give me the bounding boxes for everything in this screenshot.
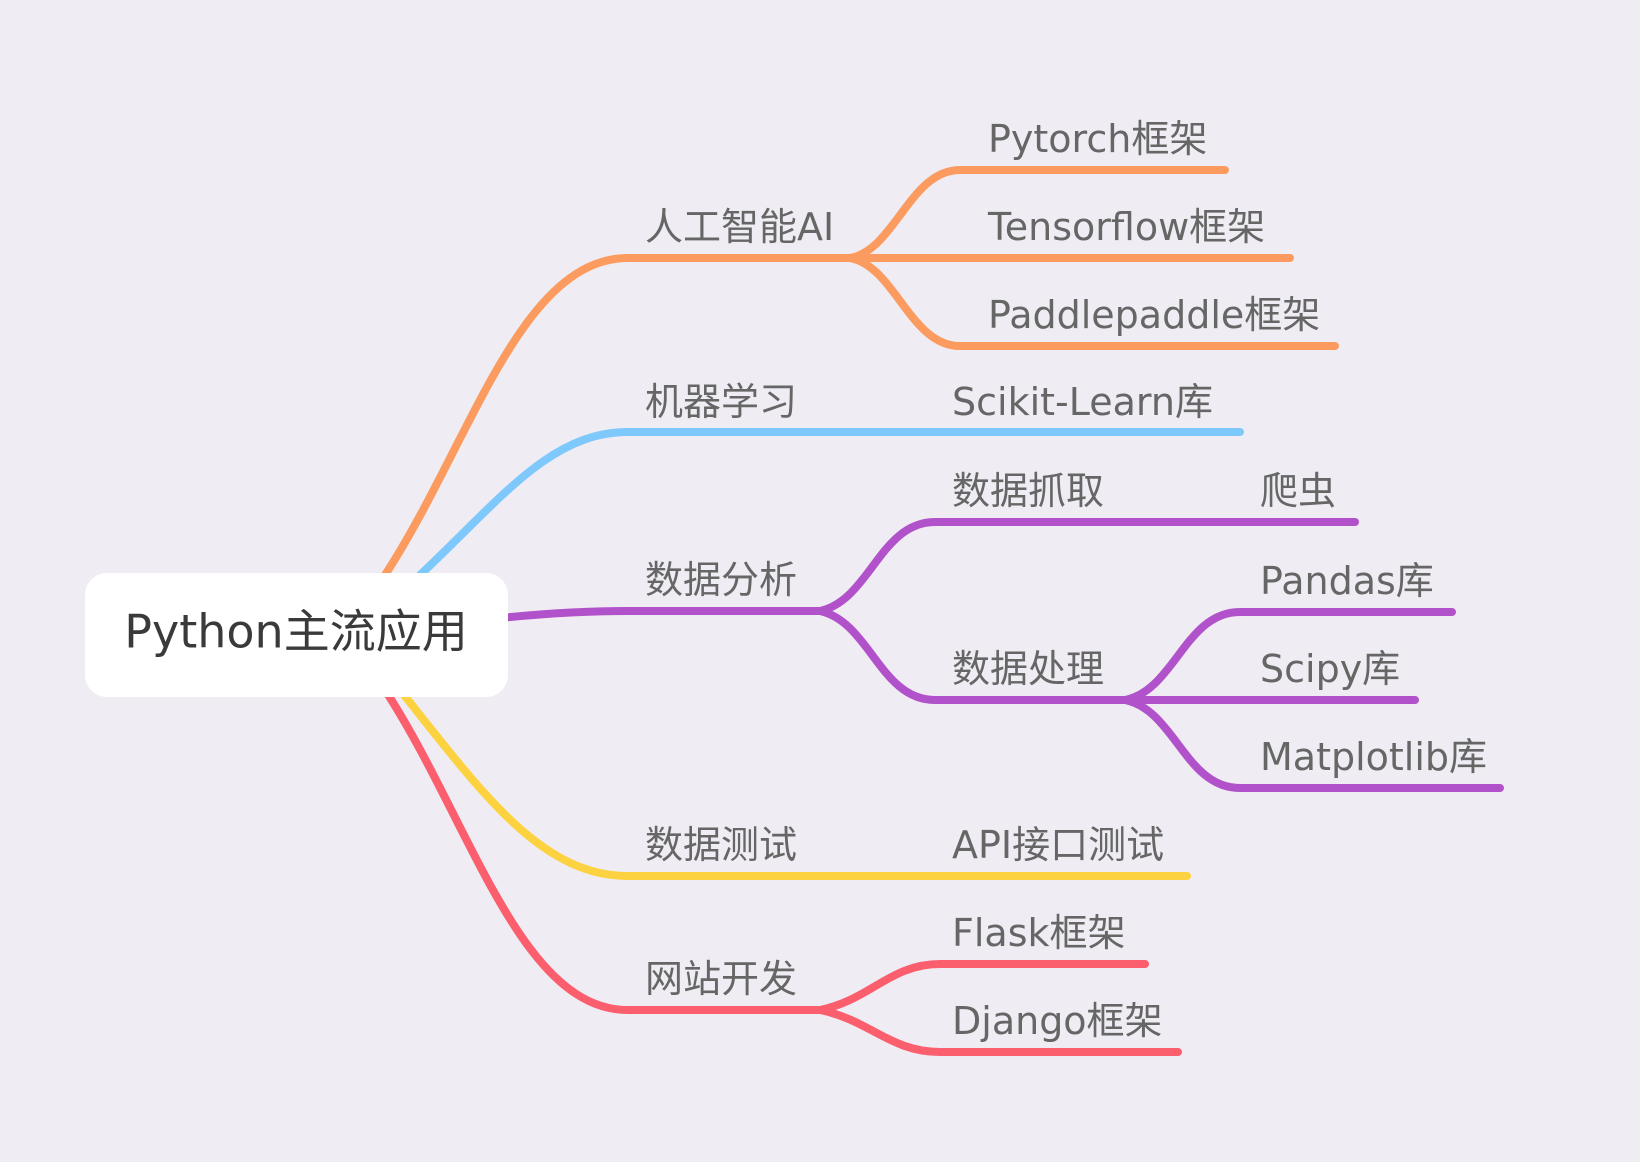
- topic-ai-label[interactable]: 人工智能AI: [645, 205, 834, 249]
- root-label: Python主流应用: [124, 605, 467, 659]
- connector-analysis-process: [816, 607, 1129, 704]
- subtopic-pytorch-label[interactable]: Pytorch框架: [988, 117, 1207, 161]
- connector-analysis-crawl: [816, 518, 1129, 615]
- topic-analysis-label[interactable]: 数据分析: [645, 558, 797, 602]
- topic-ml-label[interactable]: 机器学习: [645, 380, 797, 424]
- subtopic-paddle-label[interactable]: Paddlepaddle框架: [988, 293, 1320, 337]
- connector-root-ai: [381, 254, 854, 579]
- subtopic-sklearn-label[interactable]: Scikit-Learn库: [952, 380, 1213, 424]
- leaf-spider-label[interactable]: 爬虫: [1260, 469, 1336, 513]
- connector-web-flask: [816, 960, 1149, 1014]
- connector-root-ml: [416, 428, 824, 579]
- leaf-scipy-label[interactable]: Scipy库: [1260, 647, 1400, 691]
- subtopic-api-label[interactable]: API接口测试: [952, 823, 1164, 867]
- subtopic-django-label[interactable]: Django框架: [952, 999, 1163, 1043]
- subtopic-crawl-label[interactable]: 数据抓取: [952, 469, 1104, 513]
- connector-root-testing: [396, 686, 824, 880]
- leaf-matplotlib-label[interactable]: Matplotlib库: [1260, 735, 1487, 779]
- leaf-pandas-label[interactable]: Pandas库: [1260, 559, 1434, 603]
- topic-testing-label[interactable]: 数据测试: [645, 823, 797, 867]
- subtopic-process-label[interactable]: 数据处理: [952, 647, 1104, 691]
- connector-process-pandas: [1121, 608, 1456, 704]
- connector-root-web: [381, 686, 824, 1014]
- topic-web-label[interactable]: 网站开发: [645, 957, 797, 1001]
- connector-ai-pytorch: [846, 166, 1229, 262]
- subtopic-tensorflow-label[interactable]: Tensorflow框架: [987, 205, 1265, 249]
- connector-web-django: [816, 1006, 1182, 1056]
- connector-root-analysis: [496, 607, 824, 622]
- root-node[interactable]: [85, 573, 508, 697]
- connector-process-matplotlib: [1121, 696, 1504, 792]
- connector-ai-paddle: [846, 254, 1339, 350]
- subtopic-flask-label[interactable]: Flask框架: [952, 911, 1126, 955]
